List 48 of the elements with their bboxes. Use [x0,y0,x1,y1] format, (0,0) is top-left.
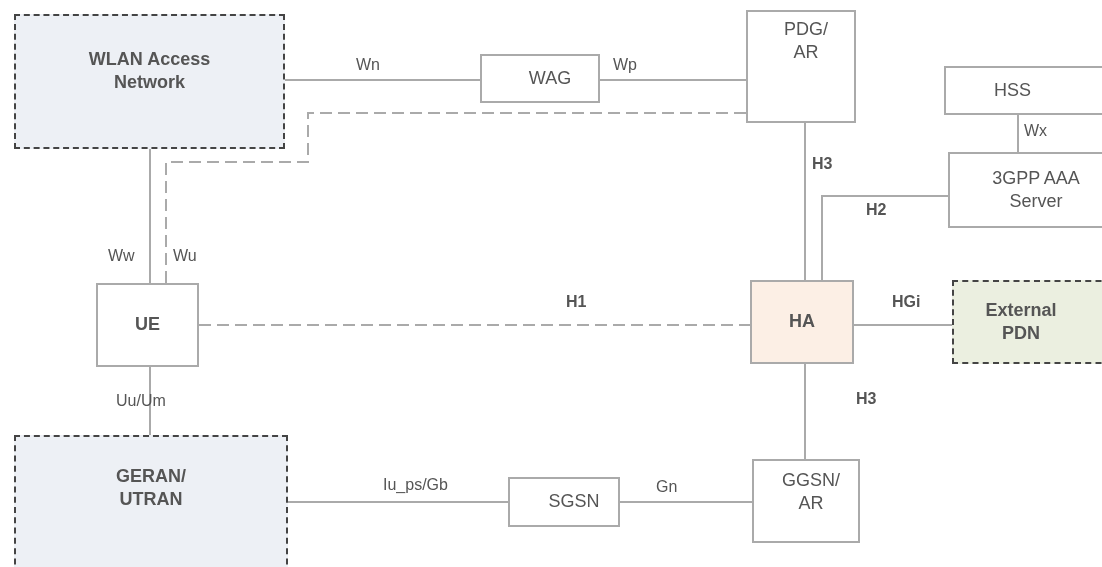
node-label: 3GPP AAA Server [991,166,1081,213]
edge-label: Uu/Um [116,393,166,409]
edge-label: Wn [356,57,380,73]
node-box [508,477,620,527]
node-box [480,54,600,103]
connector-line [804,363,806,460]
edge-label: Iu_ps/Gb [383,477,448,493]
edge-label: Wp [613,57,637,73]
node-box [746,10,856,123]
connector-line [619,501,753,503]
node-label: WAG [528,66,572,90]
edge-label: H2 [866,202,887,218]
network-box [14,14,285,149]
node-box [96,283,199,367]
node-box [948,152,1102,228]
node-label: WLAN Access Network [87,48,212,95]
edge-label: H3 [856,391,877,407]
edge-label: Ww [108,248,135,264]
network-box [14,435,288,567]
node-label: SGSN [548,490,600,514]
node-box [752,459,860,543]
connector-line [165,112,747,284]
connector-line [198,324,751,326]
connector-line [821,195,949,281]
node-label: HSS [994,78,1031,102]
edge-label: Wu [173,248,197,264]
connector-line [599,79,747,81]
connector-line [853,324,953,326]
connector-line [149,366,151,436]
edge-label: H1 [566,294,587,310]
edge-label: HGi [892,294,921,310]
network-box [952,280,1102,364]
node-label: GGSN/ AR [781,469,841,516]
connector-line [284,79,481,81]
node-label: PDG/ AR [783,18,829,65]
node-label: UE [135,313,160,337]
edge-label: H3 [812,156,833,172]
node-label: HA [789,310,815,334]
node-box [750,280,854,364]
node-box [944,66,1102,115]
edge-label: Wx [1024,123,1048,139]
connector-line [287,501,509,503]
connector-line [1017,114,1019,153]
node-label: External PDN [984,298,1058,345]
connector-line [149,148,151,284]
node-label: GERAN/ UTRAN [115,465,187,512]
edge-label: Gn [656,479,678,495]
connector-line [804,122,806,281]
